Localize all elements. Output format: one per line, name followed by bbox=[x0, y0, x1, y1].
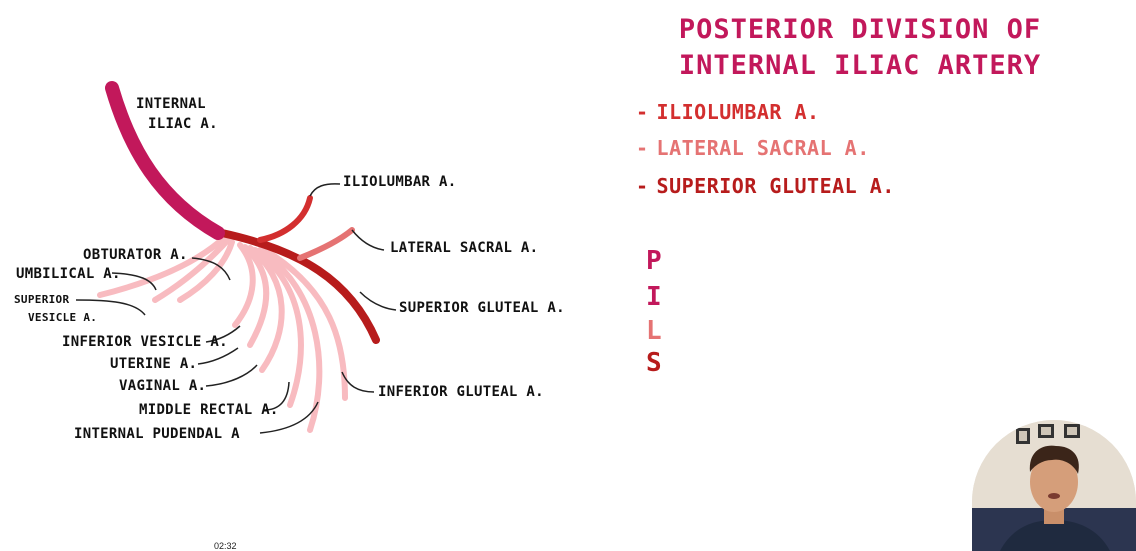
label-umbilical: UMBILICAL A. bbox=[16, 266, 121, 282]
mnemonic-letter-p: P bbox=[646, 246, 662, 276]
mnemonic-letter-i: I bbox=[646, 282, 662, 312]
branch-list-item-superior-gluteal: -SUPERIOR GLUTEAL A. bbox=[636, 174, 895, 198]
label-superior-gluteal: SUPERIOR GLUTEAL A. bbox=[399, 300, 565, 316]
label-iliolumbar: ILIOLUMBAR A. bbox=[343, 174, 456, 190]
label-middle-rectal: MIDDLE RECTAL A. bbox=[139, 402, 279, 418]
label-obturator: OBTURATOR A. bbox=[83, 247, 188, 263]
branch-list-label: SUPERIOR GLUTEAL A. bbox=[657, 174, 895, 198]
label-vaginal: VAGINAL A. bbox=[119, 378, 206, 394]
branch-list-label: ILIOLUMBAR A. bbox=[657, 100, 820, 124]
branch-list-item-lateral-sacral: -LATERAL SACRAL A. bbox=[636, 136, 870, 160]
label-inferior-gluteal: INFERIOR GLUTEAL A. bbox=[378, 384, 544, 400]
video-timestamp: 02:32 bbox=[214, 541, 237, 551]
label-lateral-sacral: LATERAL SACRAL A. bbox=[390, 240, 538, 256]
inferior-vesicle-artery-vessel bbox=[235, 245, 253, 325]
label-internal-pudendal: INTERNAL PUDENDAL A bbox=[74, 426, 240, 442]
label-inferior-vesicle: INFERIOR VESICLE A. bbox=[62, 334, 228, 350]
branch-list-label: LATERAL SACRAL A. bbox=[657, 136, 870, 160]
mnemonic-letter-s: S bbox=[646, 348, 662, 378]
label-uterine: UTERINE A. bbox=[110, 356, 197, 372]
iliolumbar-artery-vessel bbox=[260, 198, 310, 240]
lateral-sacral-artery-vessel bbox=[300, 230, 352, 258]
label-internal-iliac-1: INTERNAL bbox=[136, 96, 206, 112]
mnemonic-letter-l: L bbox=[646, 316, 662, 346]
branch-list-item-iliolumbar: -ILIOLUMBAR A. bbox=[636, 100, 820, 124]
label-superior-vesicle-2: VESICLE A. bbox=[28, 311, 97, 324]
title-line-2: INTERNAL ILIAC ARTERY bbox=[640, 50, 1080, 81]
leader-lines bbox=[76, 184, 396, 433]
label-internal-iliac-2: ILIAC A. bbox=[148, 116, 218, 132]
title-line-1: POSTERIOR DIVISION OF bbox=[640, 14, 1080, 45]
label-superior-vesicle-1: SUPERIOR bbox=[14, 293, 69, 306]
